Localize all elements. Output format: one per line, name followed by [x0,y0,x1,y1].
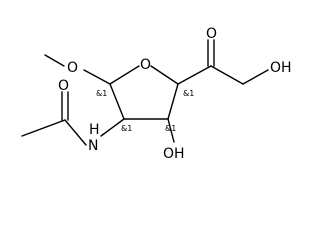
stereo-label-c3: &1 [165,124,176,133]
atom-hydroxyl-ring: OH [163,146,185,162]
atom-hydroxyl-terminal: OH [270,60,292,76]
atom-carbonyl-oxygen: O [206,26,217,42]
molecule-structure: O O O OH OH O H N &1 &1 &1 &1 [21,26,292,162]
bond-c2-n [100,118,125,137]
atom-methoxy-oxygen: O [67,60,78,76]
bond-amide-methyl [21,119,66,137]
atom-ring-oxygen: O [140,57,151,73]
bond-o-c1 [83,69,111,85]
bond-c4-carbonyl [177,65,212,85]
bond-c4-c3 [167,83,179,120]
bond-ch2-oh [242,69,269,85]
atom-amide-nitrogen: N [88,138,98,154]
bond-ring-o-c4 [150,65,179,85]
atom-amide-oxygen: O [58,78,69,94]
bond-methyl-o [44,54,65,67]
stereo-label-c1: &1 [96,89,107,98]
bond-c3-oh [167,118,175,143]
bond-c2-c1 [109,83,125,120]
stereo-label-c2: &1 [121,124,132,133]
atom-amide-hydrogen: H [89,122,100,138]
stereo-label-c4: &1 [183,89,194,98]
bond-c1-ring-o [109,65,140,85]
bond-n-amide-c [64,119,87,146]
bond-carbonyl-ch2 [210,65,244,85]
